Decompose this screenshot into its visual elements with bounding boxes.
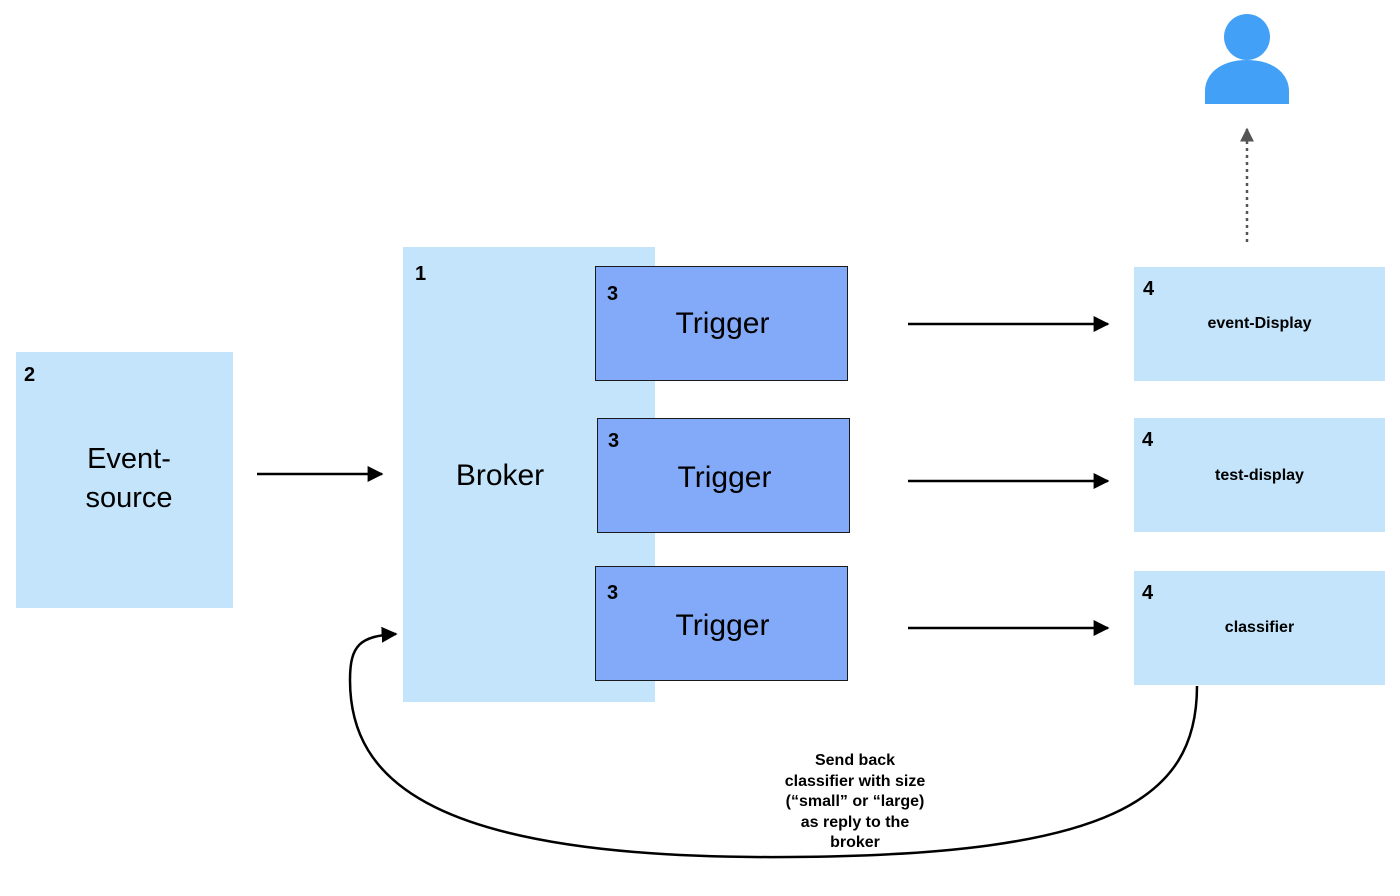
broker-number: 1: [415, 263, 427, 285]
broker-label: Broker: [455, 459, 545, 492]
service-3-label: classifier: [1224, 619, 1295, 636]
trigger-box-2: 3 Trigger: [597, 418, 850, 533]
service-3-number: 4: [1142, 582, 1154, 604]
reply-caption-line3: (“small” or “large): [785, 793, 925, 810]
service-box-test-display: 4 test-display: [1134, 418, 1385, 532]
service-2-number: 4: [1142, 429, 1154, 451]
event-source-number: 2: [24, 364, 36, 386]
event-source-label: Event- source: [16, 440, 242, 518]
user-icon: [1205, 14, 1289, 104]
service-box-event-display: 4 event-Display: [1134, 267, 1385, 381]
trigger-1-label: Trigger: [675, 307, 770, 340]
reply-caption-line5: broker: [830, 834, 880, 851]
service-2-label: test-display: [1215, 467, 1304, 484]
reply-caption-line4: as reply to the: [800, 813, 910, 831]
event-source-box: 2 Event- source: [16, 352, 233, 608]
reply-caption-line2: classifier with size: [784, 772, 926, 790]
event-source-label-line1: Event-: [87, 443, 171, 475]
trigger-3-label: Trigger: [675, 609, 770, 642]
event-source-label-line2: source: [85, 482, 173, 514]
service-box-classifier: 4 classifier: [1134, 571, 1385, 685]
service-1-number: 4: [1143, 278, 1155, 300]
trigger-box-1: 3 Trigger: [595, 266, 848, 381]
reply-caption: Send back classifier with size (“small” …: [760, 751, 950, 854]
trigger-2-number: 3: [608, 430, 620, 452]
reply-caption-line1: Send back: [814, 752, 896, 769]
trigger-3-number: 3: [607, 582, 619, 604]
trigger-1-number: 3: [607, 283, 619, 305]
service-1-label: event-Display: [1207, 315, 1312, 332]
arrow-classifier-reply-to-broker: [348, 626, 1199, 859]
trigger-box-3: 3 Trigger: [595, 566, 848, 681]
trigger-2-label: Trigger: [677, 461, 772, 494]
